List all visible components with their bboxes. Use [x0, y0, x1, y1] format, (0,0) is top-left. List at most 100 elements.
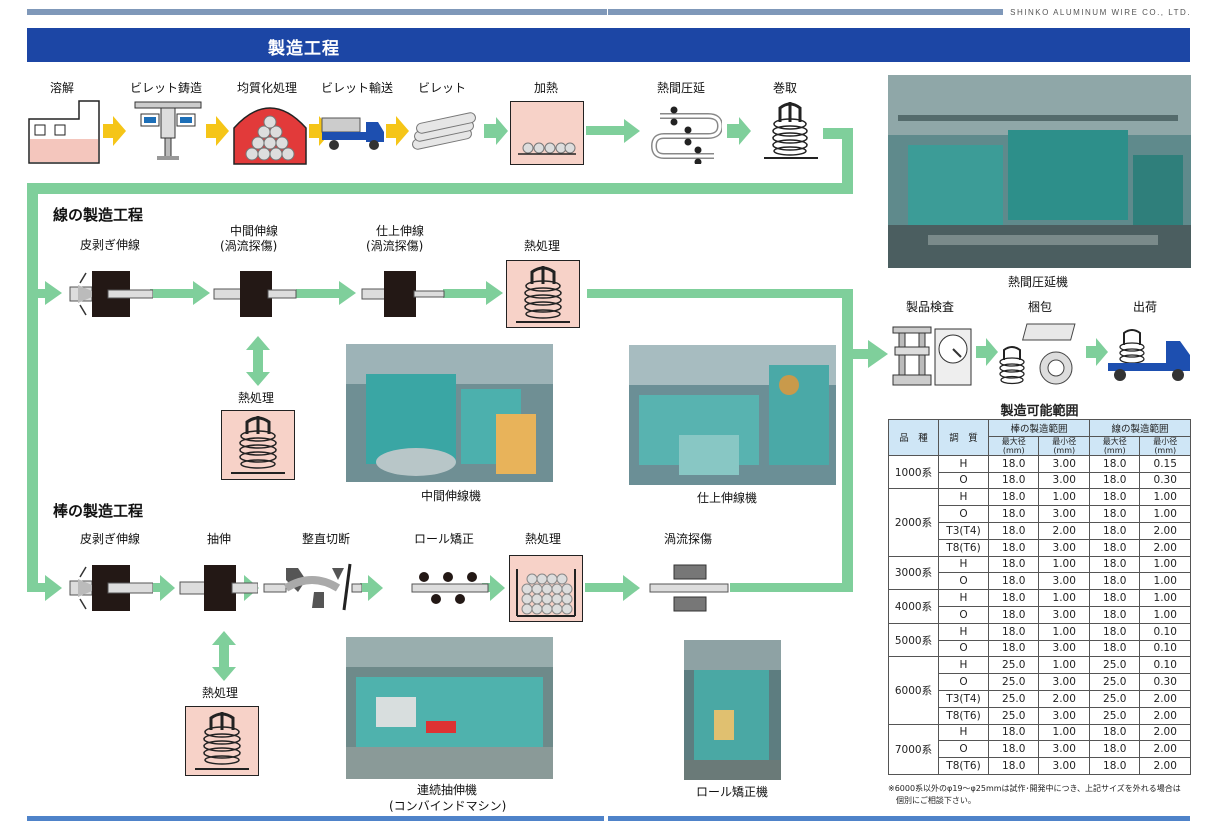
size-cell: 3.00 [1038, 572, 1090, 591]
temper-cell: H [938, 555, 989, 574]
size-cell: 18.0 [987, 471, 1040, 490]
grade-cell: 3000系 [888, 555, 939, 591]
size-cell: 2.00 [1038, 689, 1090, 708]
size-cell: 18.0 [987, 555, 1040, 574]
size-cell: 25.0 [1088, 689, 1141, 708]
temper-cell: O [938, 572, 989, 591]
wire-die-icon-3 [361, 271, 445, 317]
size-cell: 0.15 [1139, 454, 1191, 473]
grade-cell: 4000系 [888, 589, 939, 624]
size-cell: 0.10 [1139, 639, 1191, 658]
step-label-billet-transport: ビレット輸送 [321, 81, 394, 95]
size-cell: 25.0 [987, 689, 1040, 708]
header-temper: 調 質 [938, 419, 989, 456]
temper-cell: T8(T6) [938, 757, 989, 775]
size-cell: 3.00 [1038, 639, 1090, 658]
size-cell: 18.0 [1088, 454, 1141, 473]
rod-step-eddy-current: 渦流探傷 [664, 532, 713, 546]
table-footnote-line1: ※6000系以外のφ19～φ25mmは試作･開発中につき、上記サイズを外れる場合… [888, 784, 1181, 793]
size-cell: 3.00 [1038, 505, 1090, 523]
size-cell: 2.00 [1139, 706, 1191, 725]
rod-side-heat-coil-icon [195, 712, 249, 770]
size-cell: 1.00 [1139, 555, 1191, 574]
roll-straightener-caption: ロール矯正機 [696, 785, 769, 799]
melting-furnace-icon [28, 100, 100, 164]
size-cell: 18.0 [1088, 505, 1141, 523]
finishing-drawing-machine-photo [629, 345, 836, 485]
billet-stack-icon [412, 112, 476, 150]
wire-step-peel-drawing: 皮剥ぎ伸線 [80, 238, 141, 252]
size-cell: 2.00 [1038, 521, 1090, 540]
size-cell: 3.00 [1038, 538, 1090, 557]
size-cell: 0.30 [1139, 673, 1191, 691]
rod-step-peel-drawing: 皮剥ぎ伸線 [80, 532, 141, 546]
size-cell: 1.00 [1139, 589, 1191, 607]
size-cell: 3.00 [1038, 673, 1090, 691]
top-rule-left [27, 9, 607, 15]
grade-cell: 1000系 [888, 454, 939, 490]
rod-side-heat-label: 熱処理 [202, 686, 239, 700]
temper-cell: H [938, 454, 989, 473]
wire-side-heat-label: 熱処理 [238, 391, 275, 405]
temper-cell: O [938, 471, 989, 490]
top-rule-right [608, 9, 1003, 15]
heating-billets-icon [518, 142, 576, 155]
size-cell: 1.00 [1038, 555, 1090, 574]
size-cell: 18.0 [1088, 555, 1141, 574]
size-cell: 2.00 [1139, 740, 1191, 759]
temper-cell: O [938, 639, 989, 658]
rod-step-roll-straighten: ロール矯正 [414, 532, 475, 546]
spec-table: 品 種 調 質 棒の製造範囲 線の製造範囲 最大径(mm) 最小径(mm) 最大… [888, 419, 1192, 775]
table-footnote: ※6000系以外のφ19～φ25mmは試作･開発中につき、上記サイズを外れる場合… [888, 783, 1198, 807]
intermediate-drawing-machine-photo [346, 344, 553, 482]
hot-rolling-mill-caption: 熱間圧延機 [1008, 275, 1069, 289]
wire-step-finishing-sub: (渦流探傷) [366, 239, 424, 253]
wire-step-intermediate-sub: (渦流探傷) [220, 239, 278, 253]
size-cell: 18.0 [1088, 622, 1141, 641]
coiling-icon [764, 102, 818, 159]
temper-cell: H [938, 622, 989, 641]
roll-straightener-photo [684, 640, 781, 780]
rod-section-title: 棒の製造工程 [53, 502, 144, 520]
step-label-hot-rolling: 熱間圧延 [657, 81, 706, 95]
size-cell: 18.0 [987, 622, 1040, 641]
rod-step-drawing: 抽伸 [207, 532, 232, 546]
bottom-rule-right [608, 816, 1190, 821]
hot-rolling-mill-photo [888, 75, 1191, 268]
size-cell: 2.00 [1139, 521, 1191, 540]
size-cell: 18.0 [1088, 757, 1141, 775]
temper-cell: H [938, 589, 989, 607]
step-label-shipping: 出荷 [1133, 300, 1158, 314]
size-cell: 18.0 [987, 605, 1040, 624]
temper-cell: T8(T6) [938, 538, 989, 557]
header-wire-min: 最小径(mm) [1139, 435, 1191, 456]
size-cell: 18.0 [987, 757, 1040, 775]
roll-straighten-icon [411, 572, 489, 604]
continuous-drawing-caption: 連続抽伸機 [417, 783, 478, 797]
size-cell: 18.0 [1088, 521, 1141, 540]
header-rod-max: 最大径(mm) [987, 435, 1040, 456]
wire-step-finishing: 仕上伸線 [376, 224, 425, 238]
packing-icon [999, 323, 1076, 385]
billet-casting-icon [134, 101, 202, 160]
size-cell: 3.00 [1038, 471, 1090, 490]
temper-cell: O [938, 740, 989, 759]
continuous-drawing-machine-photo [346, 637, 553, 779]
step-label-homogenizing: 均質化処理 [237, 81, 298, 95]
size-cell: 1.00 [1038, 656, 1090, 675]
eddy-current-icon [649, 564, 729, 612]
straight-cut-icon [263, 563, 362, 611]
size-cell: 18.0 [987, 505, 1040, 523]
size-cell: 1.00 [1139, 505, 1191, 523]
size-cell: 18.0 [987, 538, 1040, 557]
size-cell: 18.0 [1088, 572, 1141, 591]
size-cell: 0.30 [1139, 471, 1191, 490]
size-cell: 18.0 [1088, 639, 1141, 658]
